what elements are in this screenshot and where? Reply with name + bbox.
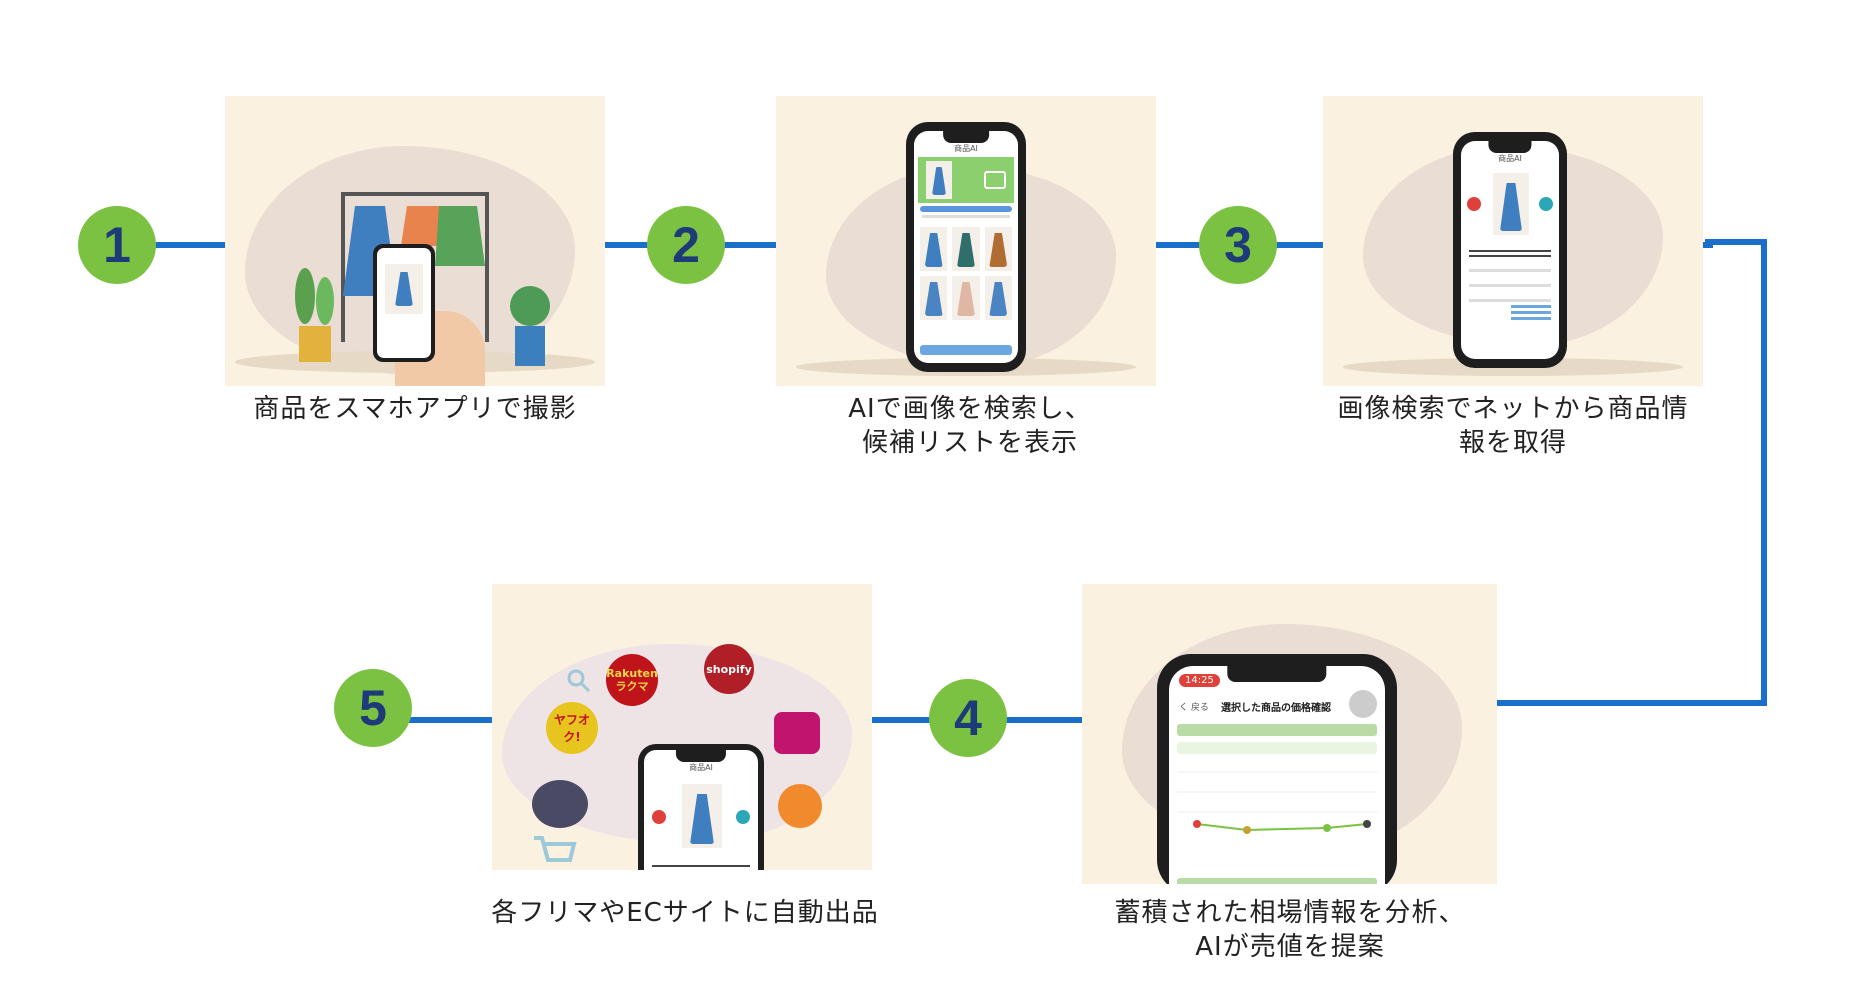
step-1-number: 1 bbox=[78, 206, 156, 284]
close-icon[interactable] bbox=[1467, 197, 1481, 211]
step-2-illustration: 商品AI bbox=[776, 96, 1156, 386]
plant-icon bbox=[510, 286, 550, 366]
camera-icon[interactable] bbox=[736, 810, 750, 824]
close-icon[interactable] bbox=[652, 810, 666, 824]
step-3-illustration: 商品AI bbox=[1323, 96, 1703, 386]
price-line-chart bbox=[1177, 771, 1377, 834]
smartphone-icon: 商品AI bbox=[638, 744, 764, 870]
step-5-number: 5 bbox=[334, 669, 412, 747]
step-3-number: 3 bbox=[1199, 206, 1277, 284]
gift-icon bbox=[778, 784, 822, 828]
back-button[interactable]: く 戻る bbox=[1179, 703, 1209, 713]
camera-icon[interactable] bbox=[984, 171, 1006, 189]
step-1-illustration bbox=[225, 96, 605, 386]
camera-icon[interactable] bbox=[1539, 197, 1553, 211]
shopping-cart-icon bbox=[534, 836, 577, 862]
step-3-caption: 画像検索でネットから商品情 報を取得 bbox=[1337, 394, 1689, 458]
plant-icon bbox=[295, 268, 334, 362]
smartphone-icon: 商品AI bbox=[906, 122, 1026, 372]
step-1-caption: 商品をスマホアプリで撮影 bbox=[253, 394, 577, 424]
screen-title: 選択した商品の価格確認 bbox=[1221, 703, 1331, 714]
shopify-logo: shopify bbox=[704, 644, 754, 694]
rakuten-logo: Rakuten ラクマ bbox=[606, 654, 658, 706]
smartphone-icon bbox=[373, 244, 435, 362]
smartphone-icon: 商品AI bbox=[1453, 132, 1567, 368]
shopping-bag-icon bbox=[774, 712, 820, 754]
smartphone-icon: 14:25 く 戻る 選択した商品の価格確認 bbox=[1157, 654, 1397, 884]
search-icon bbox=[567, 669, 591, 693]
step-5-caption: 各フリマやECサイトに自動出品 bbox=[491, 898, 879, 928]
step-5-illustration: Rakuten ラクマ shopify ヤフオク! 商品AI bbox=[492, 584, 872, 870]
step-4-number: 4 bbox=[929, 679, 1007, 757]
status-time: 14:25 bbox=[1179, 674, 1220, 687]
step-2-caption: AIで画像を検索し、 候補リストを表示 bbox=[848, 394, 1092, 458]
yahuoku-logo: ヤフオク! bbox=[546, 702, 598, 754]
step-2-number: 2 bbox=[647, 206, 725, 284]
step-4-caption: 蓄積された相場情報を分析、 AIが売値を提案 bbox=[1114, 898, 1466, 962]
credit-card-icon bbox=[532, 780, 588, 828]
step-4-illustration: 14:25 く 戻る 選択した商品の価格確認 bbox=[1082, 584, 1497, 884]
